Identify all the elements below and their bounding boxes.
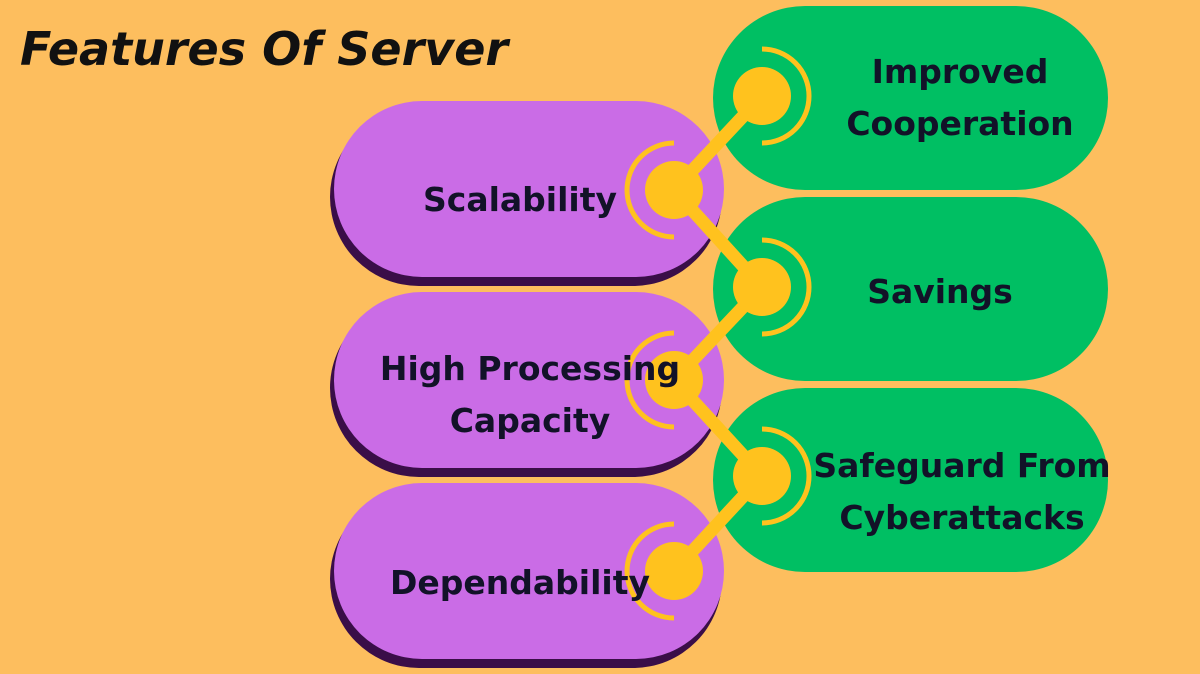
node-arc	[624, 330, 675, 430]
node-dot	[645, 161, 703, 219]
left-pills	[330, 101, 724, 668]
node-dot	[733, 447, 791, 505]
node-arc	[761, 426, 812, 526]
node-arc	[624, 140, 675, 240]
feature-label-safeguard-from-cyberattacks: Safeguard From Cyberattacks	[813, 446, 1111, 537]
node-dot	[733, 67, 791, 125]
node-dot	[645, 351, 703, 409]
node-arc	[761, 237, 812, 337]
right-pills	[713, 6, 1108, 572]
pill-safeguard-from-cyberattacks	[713, 388, 1108, 572]
node-savings	[733, 237, 812, 337]
node-improved-cooperation	[733, 46, 812, 146]
feature-label-scalability: Scalability	[422, 180, 618, 219]
node-arc	[624, 521, 675, 621]
feature-label-savings: Savings	[867, 272, 1013, 311]
pill-savings	[713, 197, 1108, 381]
node-scalability	[624, 140, 703, 240]
feature-label-dependability: Dependability	[389, 563, 650, 602]
node-arc	[761, 46, 812, 146]
feature-label-improved-cooperation: Improved Cooperation	[846, 52, 1074, 143]
feature-label-high-processing-capacity: High Processing Capacity	[379, 349, 681, 440]
pill-scalability	[334, 101, 724, 277]
node-dot	[733, 258, 791, 316]
node-dependability	[624, 521, 703, 621]
node-dot	[645, 542, 703, 600]
node-high-processing-capacity	[624, 330, 703, 430]
pill-high-processing-capacity	[334, 292, 724, 468]
pill-dependability	[334, 483, 724, 659]
node-safeguard-from-cyberattacks	[733, 426, 812, 526]
pill-improved-cooperation	[713, 6, 1108, 190]
page-title: Features Of Server	[20, 22, 509, 76]
